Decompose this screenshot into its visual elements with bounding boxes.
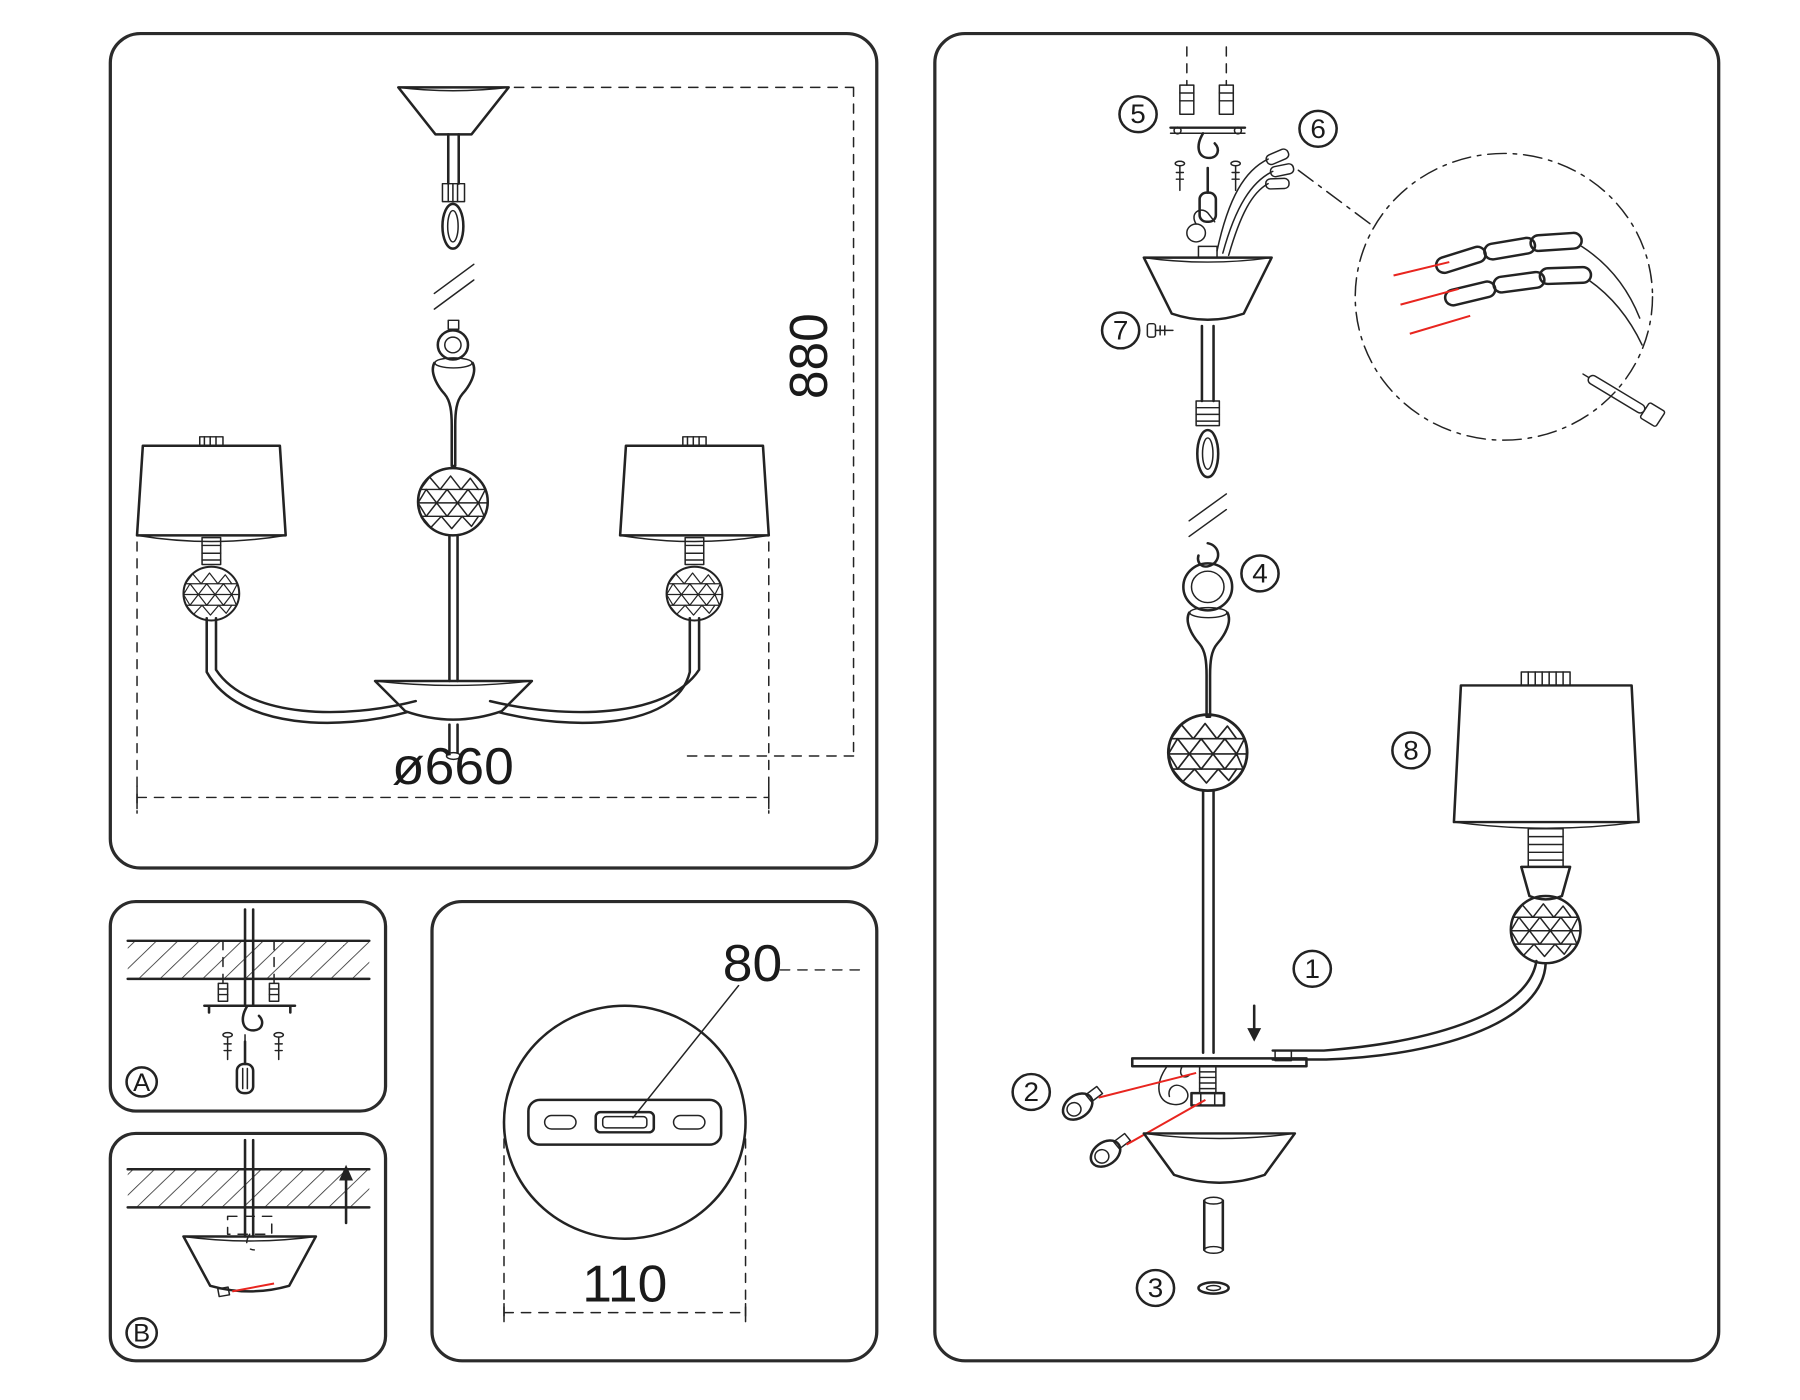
canopy [182, 1235, 318, 1293]
step-a-badge: A [125, 1066, 159, 1098]
callout-4: 4 [1240, 554, 1280, 593]
suspension-column [1188, 324, 1228, 538]
screwdriver [235, 1034, 255, 1095]
height-dimension-label: 880 [780, 313, 839, 399]
wall-anchors [217, 940, 280, 1003]
suspension-stem [441, 133, 466, 203]
wiring-detail-circle [1354, 152, 1654, 441]
bracket-detail-drawing: 80 110 [502, 936, 863, 1323]
center-column [431, 357, 476, 683]
callout-7: 7 [1100, 311, 1174, 350]
callout-8: 8 [1391, 731, 1431, 770]
plate-width-label: 110 [582, 1256, 667, 1313]
step-b-badge: B [125, 1317, 159, 1349]
callout-5: 5 [1118, 95, 1158, 134]
callout-4-label: 4 [1252, 558, 1267, 588]
callout-3: 3 [1135, 1268, 1176, 1308]
set-screw [1146, 322, 1174, 338]
panel-overview: 880 ø660 [108, 32, 879, 870]
detail-wires [1580, 245, 1643, 346]
bottom-bowl [1142, 1132, 1297, 1184]
diameter-dimension-label: ø660 [392, 739, 514, 796]
callout-3-label: 3 [1148, 1272, 1163, 1302]
callout-6-label: 6 [1310, 113, 1325, 143]
diameter-dimension: ø660 [136, 541, 770, 814]
right-shade-assembly [618, 436, 771, 622]
screwdriver [1198, 166, 1218, 223]
hook-ring [436, 319, 470, 361]
terminal-block [1434, 231, 1593, 307]
callout-1-label: 1 [1305, 953, 1320, 983]
live-wire-markers [1393, 261, 1471, 335]
callout-1: 1 [1292, 949, 1333, 988]
height-dimension: 880 [513, 86, 855, 757]
plate-width-dimension: 110 [503, 1121, 747, 1323]
chandelier-drawing [135, 86, 771, 761]
hole-spacing-label: 80 [723, 936, 782, 993]
step-b-label: B [133, 1320, 150, 1347]
arm [1247, 959, 1547, 1062]
mounting-bracket-plate [527, 1098, 723, 1146]
wire-leads [1216, 148, 1372, 257]
panel-assembly: 5 6 [933, 32, 1721, 1363]
left-arm [205, 617, 418, 725]
ceiling-section [126, 939, 371, 981]
chain-link [441, 202, 465, 250]
ceiling-rod [243, 1138, 255, 1238]
mounting-screws [222, 1031, 285, 1061]
step-a-label: A [133, 1069, 150, 1096]
up-arrow [339, 1164, 354, 1225]
cable-tie [1582, 373, 1666, 427]
ceiling-cup [397, 86, 510, 136]
bottom-hub [1061, 1057, 1308, 1295]
callout-5-label: 5 [1130, 99, 1145, 129]
hook-plate [203, 1004, 297, 1032]
callout-7-label: 7 [1113, 315, 1128, 345]
ceiling-rod [243, 908, 255, 1007]
step-b-drawing: B [125, 1138, 371, 1349]
callout-6: 6 [1298, 109, 1338, 148]
right-arm [488, 617, 701, 725]
center-column-assembly [1186, 606, 1231, 1055]
callout-2: 2 [1011, 1072, 1052, 1112]
wiring-detail [1354, 152, 1666, 441]
shade-assembly [1452, 671, 1640, 965]
callout-8-label: 8 [1403, 735, 1418, 765]
step-a-drawing: A [125, 908, 371, 1098]
set-screw [217, 1282, 275, 1298]
callout-2-label: 2 [1023, 1076, 1038, 1106]
panel-bracket-detail: 80 110 [430, 900, 879, 1363]
hook-and-ring [1182, 541, 1234, 612]
ceiling-section [126, 1168, 371, 1209]
cap-fasteners [1061, 1071, 1206, 1168]
insert-arrow [1247, 1004, 1262, 1042]
break-marks [433, 263, 475, 310]
hole-spacing-dimension: 80 [632, 936, 863, 1119]
bottom-bowl [373, 679, 534, 761]
ceiling-hook-hardware [1169, 46, 1247, 223]
finial-cylinder [1202, 1196, 1225, 1255]
canopy-assembly [1142, 209, 1273, 321]
finial-ring [1197, 1281, 1230, 1295]
left-shade-assembly [135, 436, 287, 622]
panel-step-a: A [108, 900, 388, 1113]
panel-step-b: B [108, 1131, 388, 1363]
